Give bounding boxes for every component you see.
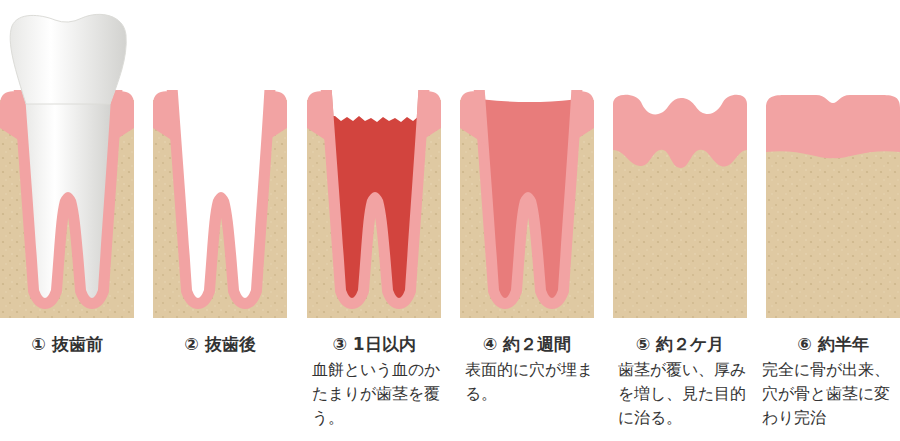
stage-heading: ④ 約２週間 — [483, 333, 571, 356]
stage-heading: ③ 1日以内 — [332, 333, 415, 356]
stage-heading: ① 抜歯前 — [31, 333, 102, 356]
stage-description: 歯茎が覆い、厚みを増し、見た目的に治る。 — [618, 358, 754, 430]
stage-heading: ⑤ 約２ケ月 — [636, 333, 724, 356]
stage-description: 完全に骨が出来、穴が骨と歯茎に変わり完治 — [762, 358, 898, 430]
stage-heading: ⑥ 約半年 — [797, 333, 868, 356]
stage-heading: ② 抜歯後 — [184, 333, 255, 356]
stage-description: 血餅という血のかたまりが歯茎を覆う。 — [312, 358, 448, 430]
stage-description: 表面的に穴が埋まる。 — [465, 358, 601, 406]
